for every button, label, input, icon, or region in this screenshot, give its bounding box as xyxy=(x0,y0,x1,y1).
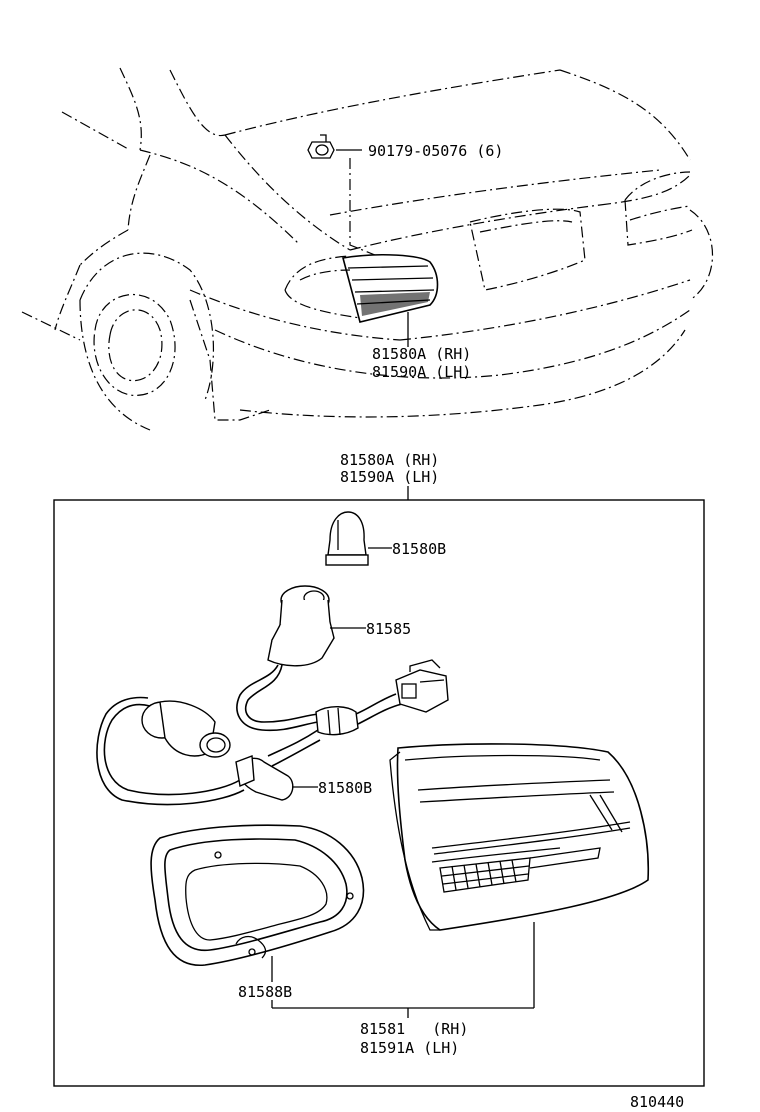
highlighted-tail-lamp xyxy=(341,254,439,323)
gasket-label: 81588B xyxy=(238,983,292,1001)
lamp-label-lh: 81590A (LH) xyxy=(372,363,471,381)
detail-header-rh: 81580A (RH) xyxy=(340,451,439,469)
lower-bulb-label: 81580B xyxy=(318,779,372,797)
upper-bulb-label: 81580B xyxy=(392,540,446,558)
screw-label: 90179-05076 (6) xyxy=(368,142,503,160)
detail-header-lh: 81590A (LH) xyxy=(340,468,439,486)
detail-box xyxy=(53,499,705,1087)
lens-icon xyxy=(389,743,650,931)
gasket-icon xyxy=(150,824,365,966)
figure-number: 810440 xyxy=(630,1093,684,1111)
lamp-label-rh: 81580A (RH) xyxy=(372,345,471,363)
socket-label: 81585 xyxy=(366,620,411,638)
socket-icon xyxy=(267,585,335,667)
upper-bulb-icon xyxy=(325,511,369,566)
wire-harness xyxy=(96,659,449,806)
lens-label-lh: 81591A (LH) xyxy=(360,1039,459,1057)
car-rear-view xyxy=(21,67,714,431)
lens-label-rh: 81581 (RH) xyxy=(360,1020,468,1038)
side-socket-icon xyxy=(141,700,231,758)
screw-icon xyxy=(307,134,335,159)
lower-bulb-icon xyxy=(235,755,294,801)
